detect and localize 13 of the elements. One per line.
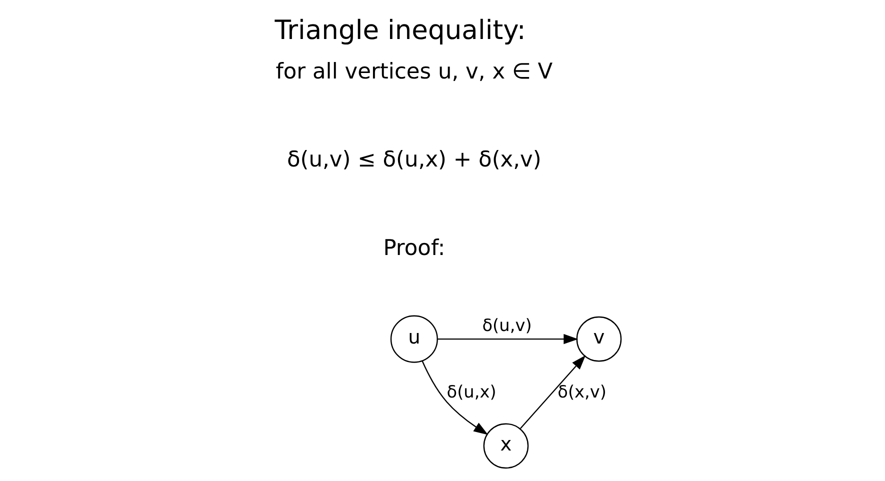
edge-label: δ(u,x) [446, 381, 496, 402]
edge-label: δ(u,v) [482, 314, 532, 335]
label: Proof: [383, 236, 446, 261]
diagram-title: Triangle inequality: [274, 14, 526, 46]
label: for all vertices u, v, x ∈ V [276, 60, 553, 85]
label: δ(u,v) ≤ δ(u,x) + δ(x,v) [287, 148, 542, 173]
node-circle: v [576, 316, 622, 362]
edge-label: δ(x,v) [558, 381, 606, 402]
node-circle: x [483, 423, 529, 469]
arrow [422, 360, 488, 435]
arrow [438, 334, 578, 344]
node-circle: u [390, 315, 438, 363]
arrow [520, 355, 586, 429]
